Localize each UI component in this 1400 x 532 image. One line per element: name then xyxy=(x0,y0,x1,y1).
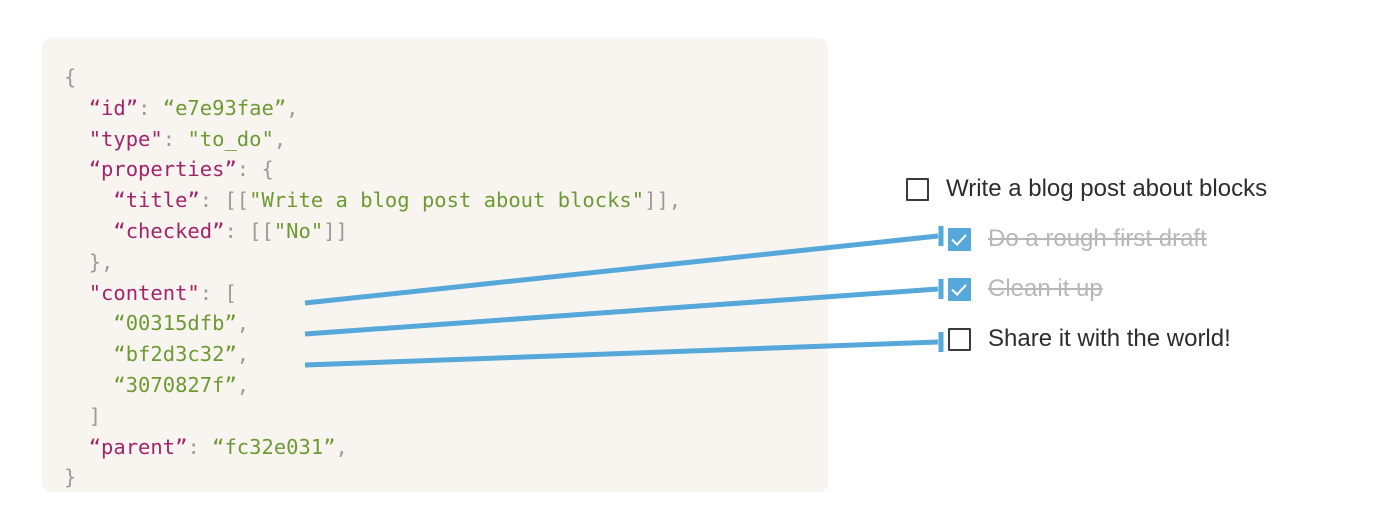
json-code-text: { “id”: “e7e93fae”, "type": "to_do", “pr… xyxy=(64,62,681,493)
json-token: : [[ xyxy=(224,218,274,243)
json-line: ] xyxy=(64,401,681,432)
json-token: “fc32e031” xyxy=(212,434,336,459)
json-token: "No" xyxy=(273,218,324,243)
json-token: , xyxy=(335,434,348,459)
checkbox-checked-icon[interactable] xyxy=(948,227,971,251)
json-token: : xyxy=(138,95,163,120)
json-token: “bf2d3c32” xyxy=(113,342,237,367)
json-token: "Write a blog post about blocks" xyxy=(249,188,645,213)
json-token: “e7e93fae” xyxy=(162,95,287,120)
json-token: “title” xyxy=(113,188,200,213)
todo-item-label[interactable]: Clean it up xyxy=(988,275,1103,302)
todo-item[interactable]: Write a blog post about blocks xyxy=(906,164,1326,214)
todo-item-label[interactable]: Write a blog post about blocks xyxy=(946,175,1268,202)
json-token: “parent” xyxy=(88,434,188,459)
json-token: }, xyxy=(88,249,114,274)
json-token: : { xyxy=(236,157,274,182)
json-token: “00315dfb” xyxy=(113,311,237,336)
json-token: , xyxy=(236,311,250,336)
json-token: “3070827f” xyxy=(113,372,237,397)
json-line: “title”: [["Write a blog post about bloc… xyxy=(64,185,681,216)
json-token: “properties” xyxy=(88,157,237,182)
json-token: { xyxy=(64,65,77,89)
json-token: : [[ xyxy=(199,188,250,213)
todo-item[interactable]: Clean it up xyxy=(906,264,1326,314)
json-line: “3070827f”, xyxy=(64,370,681,401)
json-token: , xyxy=(286,95,299,120)
json-token: “id” xyxy=(88,95,139,120)
checkbox-checked-icon[interactable] xyxy=(948,277,971,301)
json-token: "content" xyxy=(88,280,200,305)
json-token: ] xyxy=(88,403,102,428)
json-token: "type" xyxy=(88,126,163,151)
json-line: "content": [ xyxy=(64,278,681,309)
json-line: “id”: “e7e93fae”, xyxy=(64,93,681,124)
todo-item[interactable]: Do a rough first draft xyxy=(906,214,1326,264)
json-token: , xyxy=(236,372,250,397)
json-token: ]] xyxy=(323,218,348,243)
json-line: }, xyxy=(64,247,681,278)
json-line: “bf2d3c32”, xyxy=(64,339,681,370)
todo-checklist: Write a blog post about blocks Do a rough… xyxy=(906,164,1326,364)
json-token: , xyxy=(273,126,287,151)
json-token: “checked” xyxy=(113,218,225,243)
json-token: "to_do" xyxy=(187,126,274,151)
json-line: } xyxy=(64,462,681,493)
checkbox-unchecked-icon[interactable] xyxy=(906,177,929,201)
json-code-panel: { “id”: “e7e93fae”, "type": "to_do", “pr… xyxy=(42,38,828,492)
json-token: : [ xyxy=(199,280,237,305)
json-token: } xyxy=(64,465,77,490)
json-line: { xyxy=(64,62,681,93)
json-line: “00315dfb”, xyxy=(64,308,681,339)
json-line: “parent”: “fc32e031”, xyxy=(64,432,681,463)
todo-item-label[interactable]: Share it with the world! xyxy=(988,325,1231,352)
json-token: ]], xyxy=(644,188,682,213)
json-line: “checked”: [["No"]] xyxy=(64,216,681,247)
json-token: : xyxy=(187,434,213,459)
json-line: "type": "to_do", xyxy=(64,124,681,155)
todo-item-label[interactable]: Do a rough first draft xyxy=(988,225,1207,252)
json-token: : xyxy=(162,126,188,151)
todo-item[interactable]: Share it with the world! xyxy=(906,314,1326,364)
json-token: , xyxy=(236,342,250,367)
json-line: “properties”: { xyxy=(64,154,681,185)
checkbox-unchecked-icon[interactable] xyxy=(948,327,971,351)
